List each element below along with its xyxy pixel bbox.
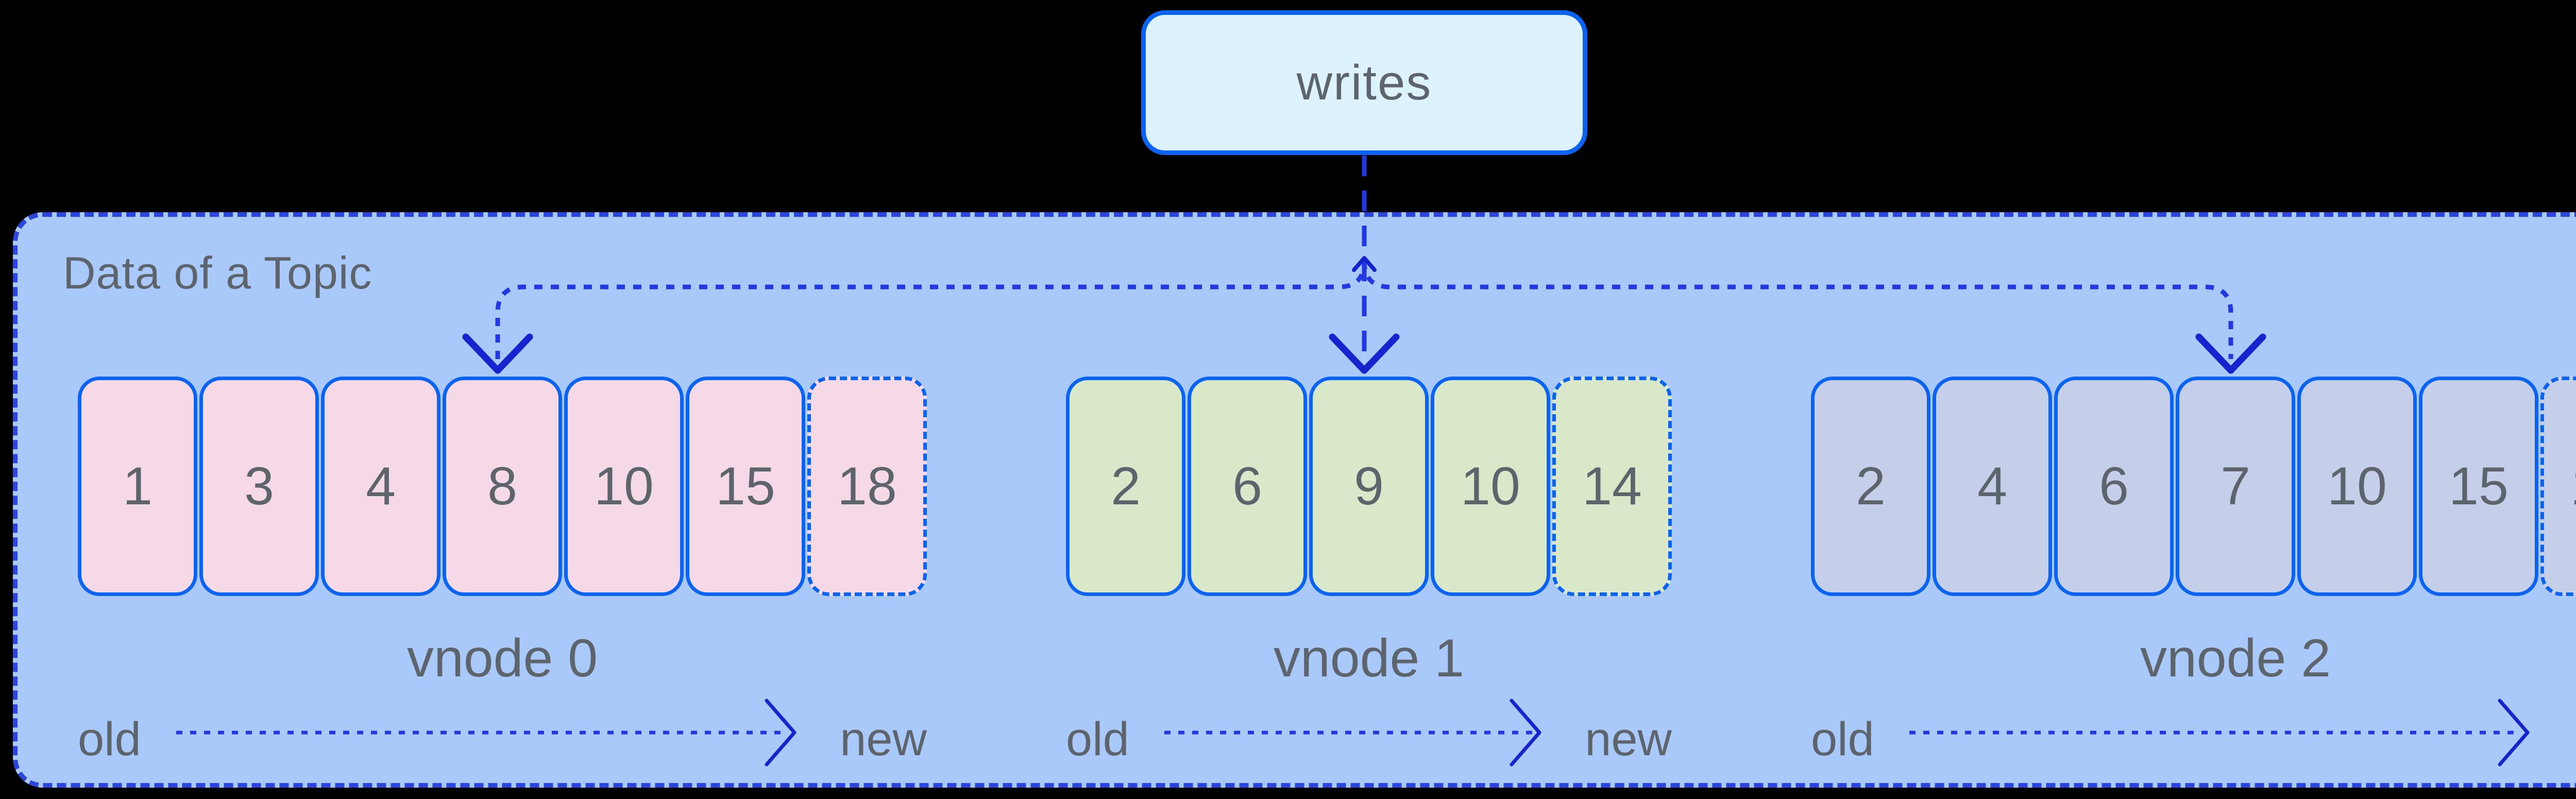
data-cell: 3 [199, 377, 319, 596]
cell-value: 18 [837, 456, 897, 516]
cell-value: 3 [244, 456, 274, 516]
pending-data-cell: 14 [1552, 377, 1672, 596]
data-cell: 10 [564, 377, 684, 596]
data-cell: 2 [1811, 377, 1930, 596]
data-cell: 1 [78, 377, 197, 596]
new-label: new [840, 713, 927, 766]
data-cell: 10 [1431, 377, 1550, 596]
data-cell: 15 [686, 377, 805, 596]
cell-value: 10 [594, 456, 654, 516]
data-cell: 8 [443, 377, 562, 596]
cell-value: 6 [2099, 456, 2129, 516]
vnode-label: vnode 0 [406, 628, 598, 688]
cell-value: 7 [2221, 456, 2250, 516]
data-cell: 4 [1933, 377, 2052, 596]
old-label: old [1811, 713, 1874, 766]
data-cell: 6 [1188, 377, 1307, 596]
vnode-label: vnode 1 [1273, 628, 1465, 688]
writes-node: writes [1141, 10, 1587, 155]
cell-value: 10 [2327, 456, 2387, 516]
data-cell: 2 [1066, 377, 1185, 596]
vnode-label: vnode 2 [2140, 628, 2331, 688]
cell-value: 2 [1111, 456, 1141, 516]
new-label: new [2444, 712, 2576, 767]
data-cell: 9 [1309, 377, 1429, 596]
cell-value: 10 [1461, 456, 1520, 516]
new-label: new [1585, 713, 1672, 766]
pending-data-cell: 16 [2540, 377, 2576, 596]
topic-title: Data of a Topic [63, 247, 372, 298]
old-label: old [1066, 713, 1129, 766]
old-label: old [78, 713, 141, 766]
cell-value: 1 [123, 456, 152, 516]
topic-container: Data of a Topic 1 3 4 8 10 15 18 vnode 0 old new 2… [13, 212, 2576, 788]
cell-value: 6 [1232, 456, 1262, 516]
data-cell: 6 [2054, 377, 2174, 596]
cell-value: 16 [2570, 456, 2576, 517]
cell-value: 15 [2449, 456, 2509, 516]
cell-value: 4 [1977, 456, 2007, 516]
data-cell: 4 [321, 377, 440, 596]
cell-value: 15 [716, 456, 775, 516]
cell-value: 14 [1582, 456, 1642, 516]
cell-value: 9 [1354, 456, 1384, 516]
data-cell: 10 [2297, 377, 2417, 596]
data-cell: 7 [2176, 377, 2295, 596]
cell-value: 2 [1856, 456, 1886, 516]
cell-value: 4 [366, 456, 396, 516]
writes-label: writes [1296, 55, 1432, 110]
pending-data-cell: 18 [807, 377, 927, 596]
data-cell: 15 [2419, 377, 2538, 596]
cell-value: 8 [487, 456, 517, 516]
